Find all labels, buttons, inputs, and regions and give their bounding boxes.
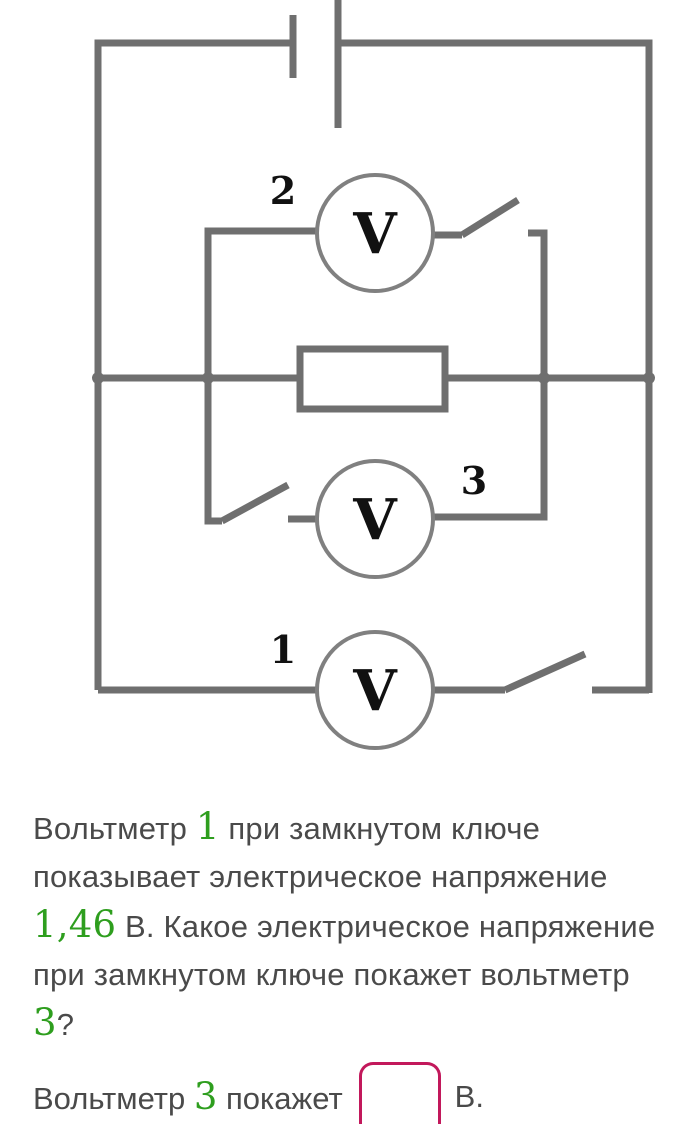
junction-dot [92, 372, 104, 384]
resistor-branch [98, 345, 649, 413]
junction-dot [202, 372, 214, 384]
answer-label: Вольтметр 3 покажет [33, 1062, 343, 1134]
voltmeter-3-branch [204, 378, 548, 525]
answer-meter-number: 3 [193, 1075, 218, 1118]
question-text: Вольтметр 1 при замкнутом ключе показыва… [33, 803, 673, 1049]
voltmeter-1-number: 1 [270, 627, 296, 672]
switch-3 [220, 481, 290, 525]
voltmeter-3-letter: V [352, 487, 398, 553]
voltmeter-2-number: 2 [270, 168, 296, 213]
voltmeter-2-branch [204, 197, 548, 378]
voltmeter-1-branch [98, 650, 649, 694]
question-part-3: В. Какое электрическое напряжение при за… [33, 909, 656, 992]
question-part-2: при замкнутом ключе показывает электриче… [33, 811, 608, 894]
outer-loop-wires [94, 39, 653, 693]
question-part-1: Вольтметр [33, 811, 196, 846]
question-meter-number: 1 [195, 805, 220, 848]
junction-dot [643, 372, 655, 384]
switch-2 [460, 197, 520, 238]
voltmeter-2: V 2 [270, 168, 435, 293]
resistor [296, 345, 449, 413]
voltmeter-2-letter: V [352, 201, 398, 267]
voltmeter-1: V 1 [270, 627, 435, 750]
answer-row: Вольтметр 3 покажет В. [33, 1062, 673, 1124]
switch-1 [503, 650, 587, 694]
battery [289, 0, 342, 128]
question-part-4: ? [56, 1007, 75, 1042]
question-target-meter: 3 [33, 1001, 57, 1044]
circuit-diagram: V 2 V 3 V 1 [92, 0, 655, 750]
junction-dot [538, 372, 550, 384]
answer-suffix: покажет [217, 1081, 343, 1116]
answer-prefix: Вольтметр [33, 1081, 194, 1116]
voltmeter-3-number: 3 [461, 458, 487, 503]
voltmeter-1-letter: V [352, 658, 398, 724]
answer-input[interactable] [358, 1062, 441, 1124]
question-voltage-value: 1,46 [33, 903, 117, 946]
answer-unit: В. [454, 1079, 484, 1114]
voltmeter-3: V 3 [315, 458, 487, 579]
